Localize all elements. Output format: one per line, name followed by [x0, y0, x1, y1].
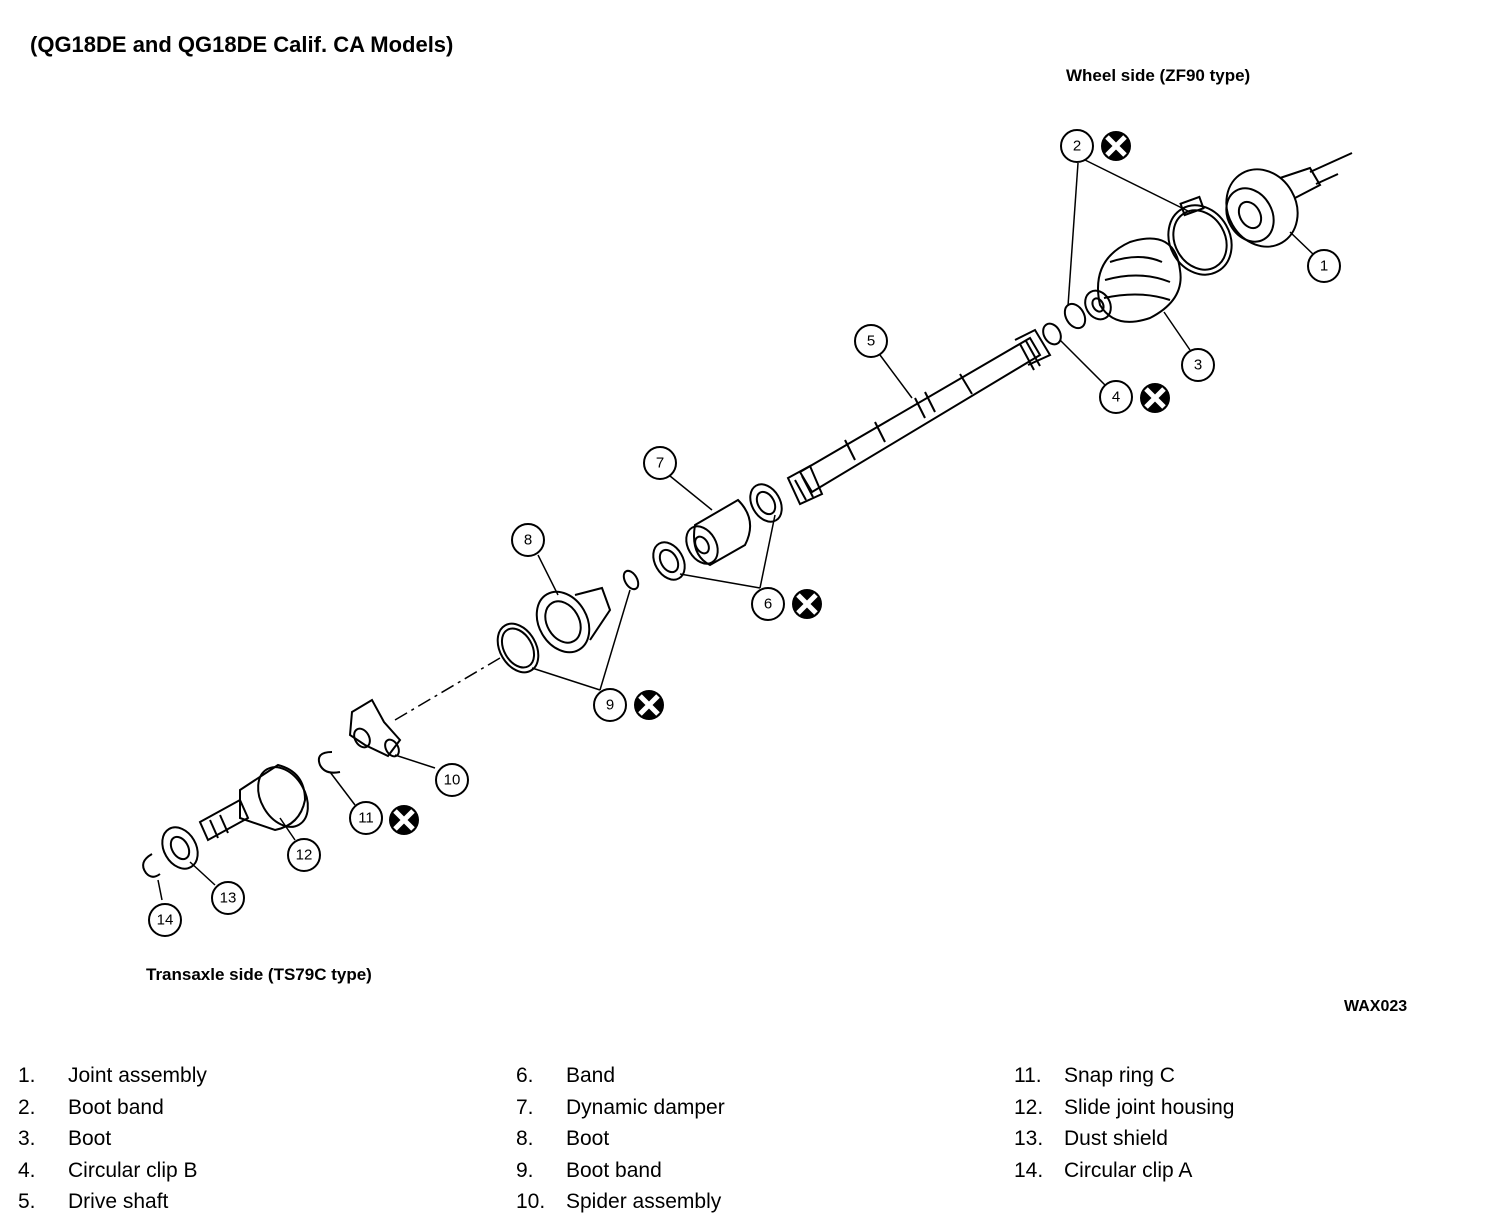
legend-item: 11.Snap ring C	[1014, 1064, 1175, 1087]
svg-text:7: 7	[656, 455, 664, 472]
transaxle-side-label: Transaxle side (TS79C type)	[146, 965, 372, 984]
legend-item: 3.Boot	[18, 1127, 112, 1150]
snap-ring-c-part	[317, 751, 341, 774]
svg-text:8: 8	[524, 532, 532, 549]
drive-shaft-part	[786, 328, 1052, 506]
legend-column-1: 1.Joint assembly 2.Boot band 3.Boot 4.Ci…	[18, 1060, 207, 1218]
figure-code: WAX023	[1344, 998, 1408, 1015]
slide-joint-housing-part	[198, 763, 309, 842]
boot-band-wheel-part	[1167, 195, 1233, 276]
callout-13: 13	[211, 881, 245, 915]
legend-item: 14.Circular clip A	[1014, 1158, 1193, 1182]
dynamic-damper-part	[685, 498, 752, 567]
callout-2: 2	[1060, 129, 1094, 163]
leader-lines	[157, 159, 1315, 901]
svg-text:10: 10	[444, 772, 461, 789]
callout-9: 9	[593, 688, 627, 722]
svg-text:1: 1	[1320, 258, 1328, 275]
do-not-reuse-icon	[1140, 383, 1170, 413]
callout-10: 10	[435, 763, 469, 797]
svg-text:3: 3	[1194, 357, 1202, 374]
legend-item: 13.Dust shield	[1014, 1127, 1168, 1150]
legend-item: 8.Boot	[516, 1127, 610, 1150]
callout-5: 5	[854, 324, 888, 358]
callout-11: 11	[349, 801, 383, 835]
do-not-reuse-icon	[792, 589, 822, 619]
do-not-reuse-icon	[389, 805, 419, 835]
legend-item: 12.Slide joint housing	[1014, 1095, 1235, 1119]
legend-item: 9.Boot band	[516, 1158, 662, 1182]
legend-item: 6.Band	[516, 1064, 616, 1087]
circular-clip-a-part	[142, 853, 161, 878]
callout-14: 14	[148, 903, 182, 937]
do-not-reuse-icon	[634, 690, 664, 720]
boot-band-transaxle-part	[496, 622, 540, 674]
legend-item: 1.Joint assembly	[18, 1064, 207, 1087]
diagram-title: (QG18DE and QG18DE Calif. CA Models)	[30, 32, 454, 57]
svg-text:13: 13	[220, 890, 237, 907]
band-parts	[652, 483, 783, 581]
svg-text:5: 5	[867, 333, 875, 350]
circular-clip-b-part	[1042, 302, 1087, 346]
legend-item: 10.Spider assembly	[516, 1190, 722, 1213]
callout-7: 7	[643, 446, 677, 480]
svg-text:4: 4	[1112, 389, 1120, 406]
legend-item: 4.Circular clip B	[18, 1158, 198, 1182]
joint-assembly-part	[1225, 152, 1353, 248]
legend-column-2: 6.Band 7.Dynamic damper 8.Boot 9.Boot ba…	[516, 1060, 725, 1218]
svg-text:12: 12	[296, 847, 313, 864]
svg-text:6: 6	[764, 596, 772, 613]
callout-8: 8	[511, 523, 545, 557]
do-not-reuse-icon	[1101, 131, 1131, 161]
dust-shield-part	[161, 826, 199, 870]
svg-text:14: 14	[157, 912, 174, 929]
legend-item: 5.Drive shaft	[18, 1190, 169, 1213]
boot-wheel-part	[1084, 237, 1182, 323]
callout-4: 4	[1099, 380, 1133, 414]
legend-column-3: 11.Snap ring C 12.Slide joint housing 13…	[1014, 1060, 1234, 1186]
callout-3: 3	[1181, 348, 1215, 382]
spider-assembly-part	[348, 698, 402, 758]
svg-text:9: 9	[606, 697, 614, 714]
svg-text:2: 2	[1073, 138, 1081, 155]
callout-12: 12	[287, 838, 321, 872]
boot-transaxle-part	[535, 569, 640, 654]
callout-1: 1	[1307, 249, 1341, 283]
legend-item: 7.Dynamic damper	[516, 1095, 725, 1119]
callout-6: 6	[751, 587, 785, 621]
axis-centerline	[394, 657, 501, 721]
wheel-side-label: Wheel side (ZF90 type)	[1066, 66, 1251, 85]
exploded-drive-shaft-diagram: 1 2 3 4 5 6 7 8 9 10 11 12 13 14	[142, 0, 1353, 937]
legend-item: 2.Boot band	[18, 1095, 164, 1119]
svg-text:11: 11	[358, 810, 374, 827]
